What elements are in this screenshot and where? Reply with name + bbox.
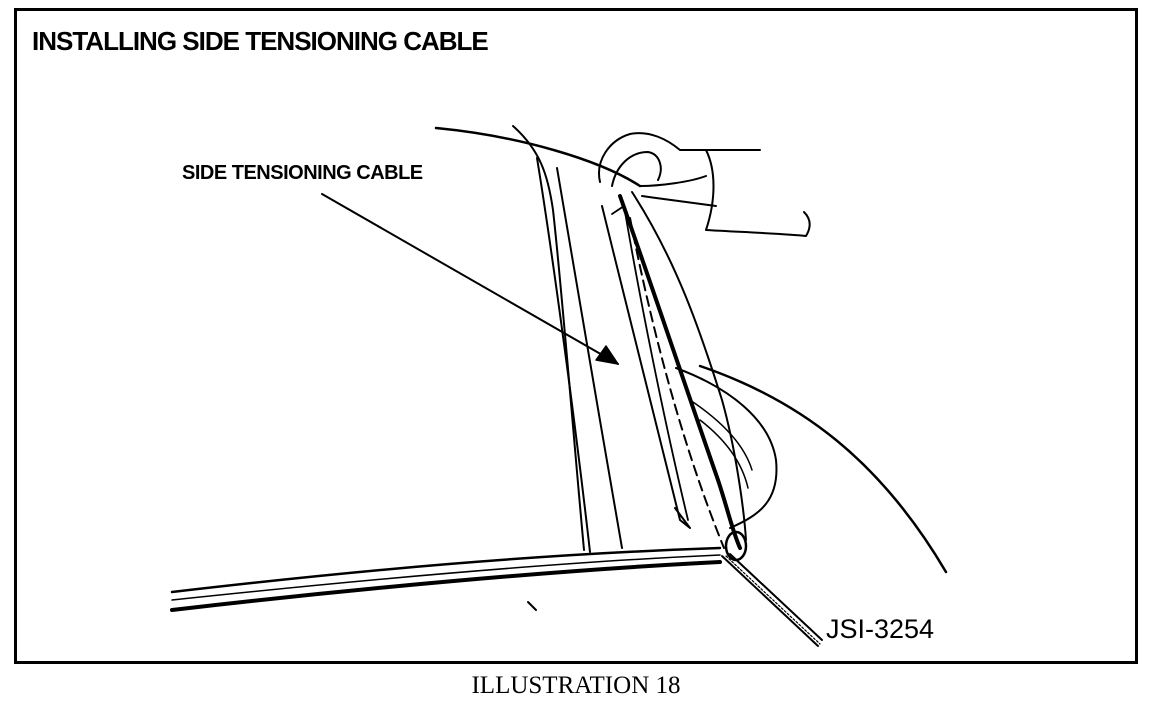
cable-tail-3 [725,555,821,645]
cover-edge [618,194,742,550]
fold-curve [675,367,778,529]
stray-mark [527,601,537,611]
callout-label: SIDE TENSIONING CABLE [182,162,423,184]
tensioning-cable [629,217,725,549]
fold-lines [689,399,753,489]
reference-code: JSI-3254 [826,614,935,644]
figure-caption: ILLUSTRATION 18 [471,672,681,699]
cable-tail [721,555,819,647]
pillar-line [556,167,623,549]
cable-channel [601,205,691,529]
cable-grommet [724,530,748,562]
hand-outline [598,132,761,183]
pillar-edge-inner [536,157,591,553]
cover-edge-outer [631,191,747,541]
window-sill-bottom [170,560,722,612]
hand-wrist [705,149,811,237]
window-sill-mid [171,554,721,601]
rear-window-arc [698,364,948,574]
pillar-edge-outer [512,125,585,551]
figure-frame [14,8,1138,664]
window-sill-top [170,546,722,594]
hand-fingers [611,151,707,187]
cable-channel-inner [611,205,689,521]
figure-title: INSTALLING SIDE TENSIONING CABLE [32,26,489,56]
callout-arrow-head [595,345,619,365]
hand-thumb [641,195,717,207]
callout-arrow-line [321,193,619,365]
cable-tail-2 [729,553,823,641]
roof-curve [434,126,642,188]
